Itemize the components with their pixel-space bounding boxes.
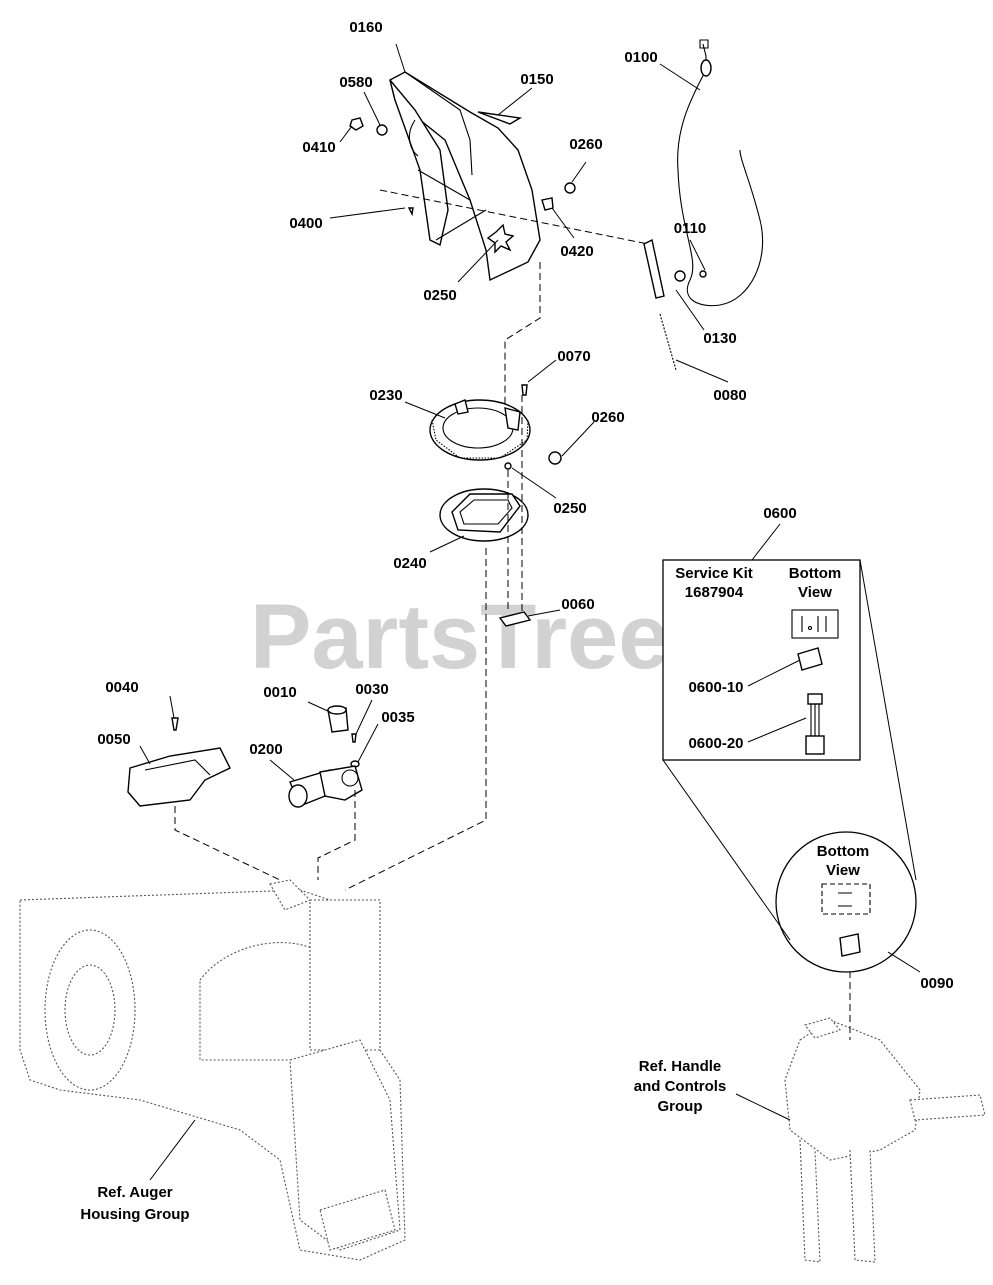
watermark: PartsTree (250, 586, 669, 688)
callout-0410: 0410 (302, 139, 335, 156)
part-0100-cable (674, 39, 764, 307)
callout-0200: 0200 (249, 741, 282, 758)
callout-0010: 0010 (263, 684, 296, 701)
callout-0035: 0035 (381, 709, 414, 726)
callout-0050: 0050 (97, 731, 130, 748)
callout-0040: 0040 (105, 679, 138, 696)
callout-0110: 0110 (674, 220, 707, 237)
callout-0160: 0160 (349, 19, 382, 36)
ref-handle-line3: Group (658, 1098, 703, 1115)
part-0600-10-switch (797, 647, 823, 671)
part-0050-cover (127, 747, 231, 807)
part-0070-screw (521, 384, 528, 396)
part-0600-20-harness (805, 693, 825, 755)
part-0230-gear-ring (429, 399, 531, 461)
part-0200-motor (288, 765, 363, 808)
bottom-view-circle: Bottom View (775, 831, 917, 973)
part-0260-nut-top (564, 182, 576, 194)
callout-0070: 0070 (557, 348, 590, 365)
service-kit-bottom2: View (798, 584, 832, 601)
ref-auger-housing (19, 879, 406, 1261)
chute-star-decal (486, 223, 515, 254)
callout-0580: 0580 (339, 74, 372, 91)
part-0150-shim (477, 111, 523, 125)
service-kit-box: Service Kit 1687904 Bottom View (662, 559, 861, 761)
part-0420-clip (541, 197, 554, 211)
part-0250-bolt (504, 462, 512, 470)
bottom-view-circle-line2: View (826, 862, 860, 879)
callout-0030: 0030 (355, 681, 388, 698)
callout-0260-mid: 0260 (591, 409, 624, 426)
service-kit-line1: Service Kit (675, 565, 753, 582)
service-kit-line2: 1687904 (685, 584, 744, 601)
ref-handle-line2: and Controls (634, 1078, 727, 1095)
callout-0060: 0060 (561, 596, 594, 613)
bottom-view-circle-line1: Bottom (817, 843, 870, 860)
part-0260-gear (548, 451, 562, 465)
callout-0080: 0080 (713, 387, 746, 404)
ref-handle-line1: Ref. Handle (639, 1058, 722, 1075)
callout-0260-top: 0260 (569, 136, 602, 153)
callout-labels: 0160 0580 0150 0100 0410 0260 0400 0420 … (97, 19, 953, 992)
callout-0090: 0090 (920, 975, 953, 992)
callout-0600-10: 0600-10 (688, 679, 743, 696)
part-0060-bracket (498, 611, 532, 627)
part-0040-screw (171, 717, 179, 731)
part-0400-bolt (407, 207, 414, 217)
part-0090-switch (839, 933, 861, 957)
callout-0250-mid: 0250 (553, 500, 586, 517)
ref-handle-controls (784, 1017, 986, 1263)
callout-0600-20: 0600-20 (688, 735, 743, 752)
part-0010-gear (327, 705, 349, 733)
ref-auger-line1: Ref. Auger (97, 1184, 172, 1201)
part-0080-spring (659, 313, 677, 371)
callout-0250-top: 0250 (423, 287, 456, 304)
ref-auger-line2: Housing Group (80, 1206, 189, 1223)
service-kit-bottom1: Bottom (789, 565, 842, 582)
chute-deflector-assembly (389, 71, 541, 282)
callout-0230: 0230 (369, 387, 402, 404)
callout-0400: 0400 (289, 215, 322, 232)
leader-lines (139, 43, 921, 1181)
callout-0240: 0240 (393, 555, 426, 572)
callout-0420: 0420 (560, 243, 593, 260)
callout-0100: 0100 (624, 49, 657, 66)
callout-0150: 0150 (520, 71, 553, 88)
callout-0600: 0600 (763, 505, 796, 522)
part-0410-nut (349, 117, 364, 131)
part-0240-plate (439, 488, 529, 542)
part-0130-pin (643, 238, 665, 299)
part-0030-screw (351, 733, 357, 743)
part-0580-washer (376, 124, 388, 136)
reference-labels: Ref. Handle and Controls Group Ref. Auge… (80, 1058, 726, 1223)
callout-0130: 0130 (703, 330, 736, 347)
